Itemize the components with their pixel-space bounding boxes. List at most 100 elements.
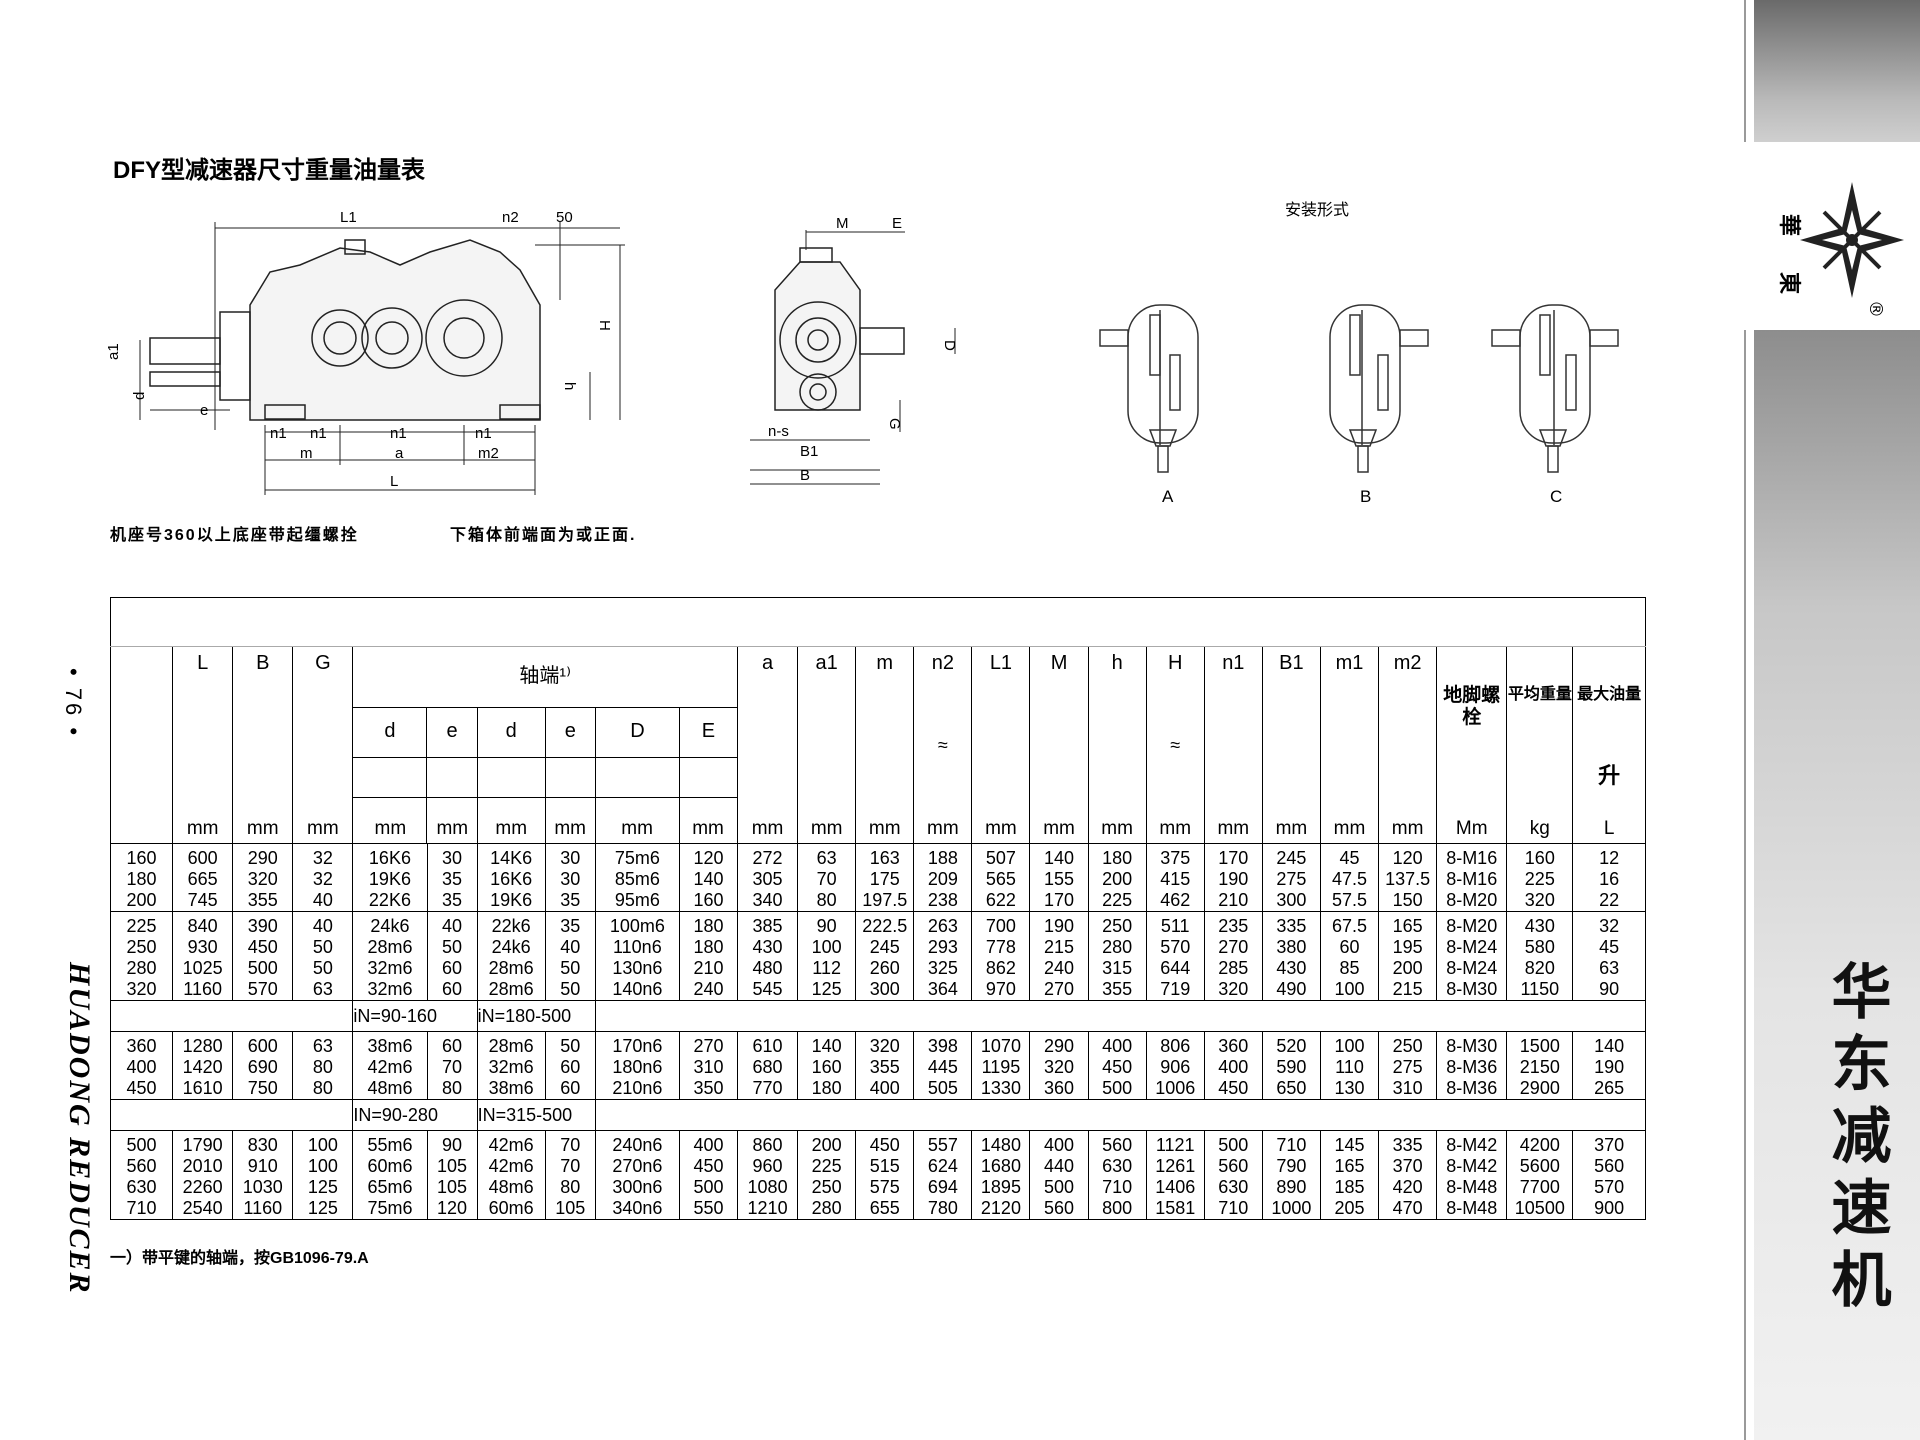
cell-value: 225 — [811, 1156, 842, 1176]
cell-value: 280 — [1102, 937, 1133, 957]
col-unit: kg — [1529, 818, 1550, 839]
cell-value: 1025 — [182, 958, 223, 978]
cell-value: 806 — [1160, 1036, 1191, 1056]
col-label: m2 — [1393, 652, 1422, 674]
cell-value: 8-M20 — [1446, 890, 1498, 910]
cell-value: 80 — [560, 1177, 581, 1197]
cell-value: 190 — [1044, 916, 1075, 936]
dim-label: n1 — [390, 425, 407, 442]
cell-value: 560 — [126, 1156, 157, 1176]
cell-value: 505 — [927, 1078, 958, 1098]
cell-value: 105 — [437, 1177, 468, 1197]
cell-value: 300 — [1276, 890, 1307, 910]
cell-value: 50 — [312, 937, 333, 957]
cell-value: 225 — [126, 916, 157, 936]
cell-value: 325 — [927, 958, 958, 978]
cell-value: 440 — [1044, 1156, 1075, 1176]
cell-value: 195 — [1392, 937, 1423, 957]
col-label: 平均重量 — [1507, 686, 1572, 703]
cell-value: 280 — [126, 958, 157, 978]
cell-value: 42m6 — [488, 1135, 534, 1155]
cell-value: 840 — [187, 916, 218, 936]
cell-value: 260 — [869, 958, 900, 978]
cell-value: 500 — [1218, 1135, 1249, 1155]
cell-value: 24k6 — [491, 937, 531, 957]
cell-value: 190 — [1594, 1057, 1625, 1077]
cell-value: 364 — [927, 979, 958, 999]
dim-label: h — [561, 382, 578, 390]
dim-label: B1 — [800, 443, 818, 460]
cell-value: 200 — [126, 890, 157, 910]
cell-value: 112 — [812, 958, 841, 978]
cell-value: 1195 — [981, 1057, 1021, 1077]
cell-value: 45 — [1339, 848, 1360, 868]
cell-value: 1070 — [980, 1036, 1021, 1056]
col-unit: mm — [810, 818, 843, 839]
col-label: h — [1111, 652, 1123, 674]
cell-value: 780 — [927, 1198, 958, 1218]
ratio-left: iN=90-160 — [352, 1000, 478, 1032]
cell-value: 222.5 — [862, 916, 908, 936]
registered-mark: ® — [1865, 300, 1886, 318]
separator-blank — [109, 1000, 354, 1032]
cell-value: 550 — [693, 1198, 724, 1218]
cell-value: 8-M48 — [1446, 1198, 1498, 1218]
cell-value: 250 — [1392, 1036, 1423, 1056]
cell-value: 60m6 — [367, 1156, 413, 1176]
cell-value: 22k6 — [491, 916, 531, 936]
cell-value: 655 — [869, 1198, 900, 1218]
cell-value: 30 — [560, 848, 581, 868]
dim-label: H — [596, 320, 613, 331]
cell-value: 67.5 — [1331, 916, 1368, 936]
header-H: H≈mm — [1145, 646, 1205, 844]
cell-value: 163 — [869, 848, 900, 868]
cell-value: 28m6 — [488, 1036, 534, 1056]
col-unit: mm — [751, 818, 784, 839]
cell-value: 430 — [1276, 958, 1307, 978]
cell-value: 630 — [1218, 1177, 1249, 1197]
cell-value: 862 — [985, 958, 1016, 978]
cell-value: 310 — [693, 1057, 724, 1077]
cell-value: 48m6 — [488, 1177, 534, 1197]
col-unit: L — [1603, 818, 1615, 839]
cell-value: 150 — [1392, 890, 1423, 910]
cell-value: 130n6 — [612, 958, 663, 978]
cell-value: 8-M24 — [1446, 958, 1498, 978]
dim-label: n-s — [768, 423, 789, 440]
dim-label: n1 — [270, 425, 287, 442]
cell-value: 250 — [811, 1177, 842, 1197]
cell-value: 80 — [816, 890, 837, 910]
mounting-a-drawing — [1099, 304, 1199, 473]
cell-value: 170n6 — [612, 1036, 663, 1056]
cell-value: 245 — [869, 937, 900, 957]
cell-value: 14K6 — [490, 848, 533, 868]
mounting-labels: A B C — [1162, 487, 1562, 506]
header-n2: n2≈mm — [913, 646, 973, 844]
dim-label: D — [941, 340, 958, 351]
col-unit: mm — [307, 818, 339, 839]
cell-value: 910 — [247, 1156, 278, 1176]
cell-value: 270 — [1044, 979, 1075, 999]
